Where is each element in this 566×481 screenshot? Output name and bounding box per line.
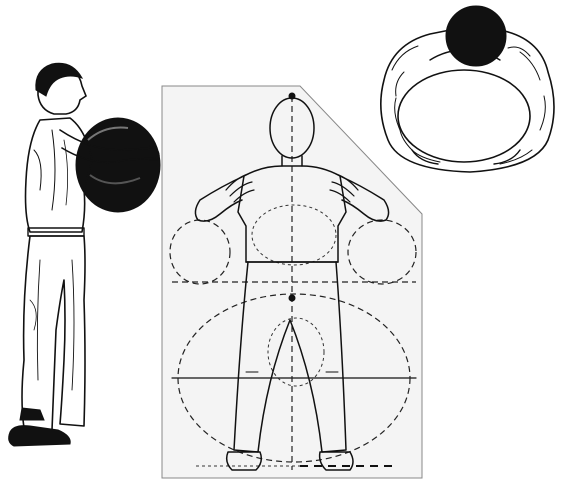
head-top-view (446, 6, 506, 66)
ball-top-view (398, 70, 530, 162)
front-view-diagram (162, 86, 422, 478)
legs-side-view (22, 236, 85, 430)
ball-side-view (76, 118, 160, 212)
top-view-figure (381, 6, 554, 172)
side-view-figure (9, 63, 160, 446)
head-side-view (36, 63, 86, 114)
